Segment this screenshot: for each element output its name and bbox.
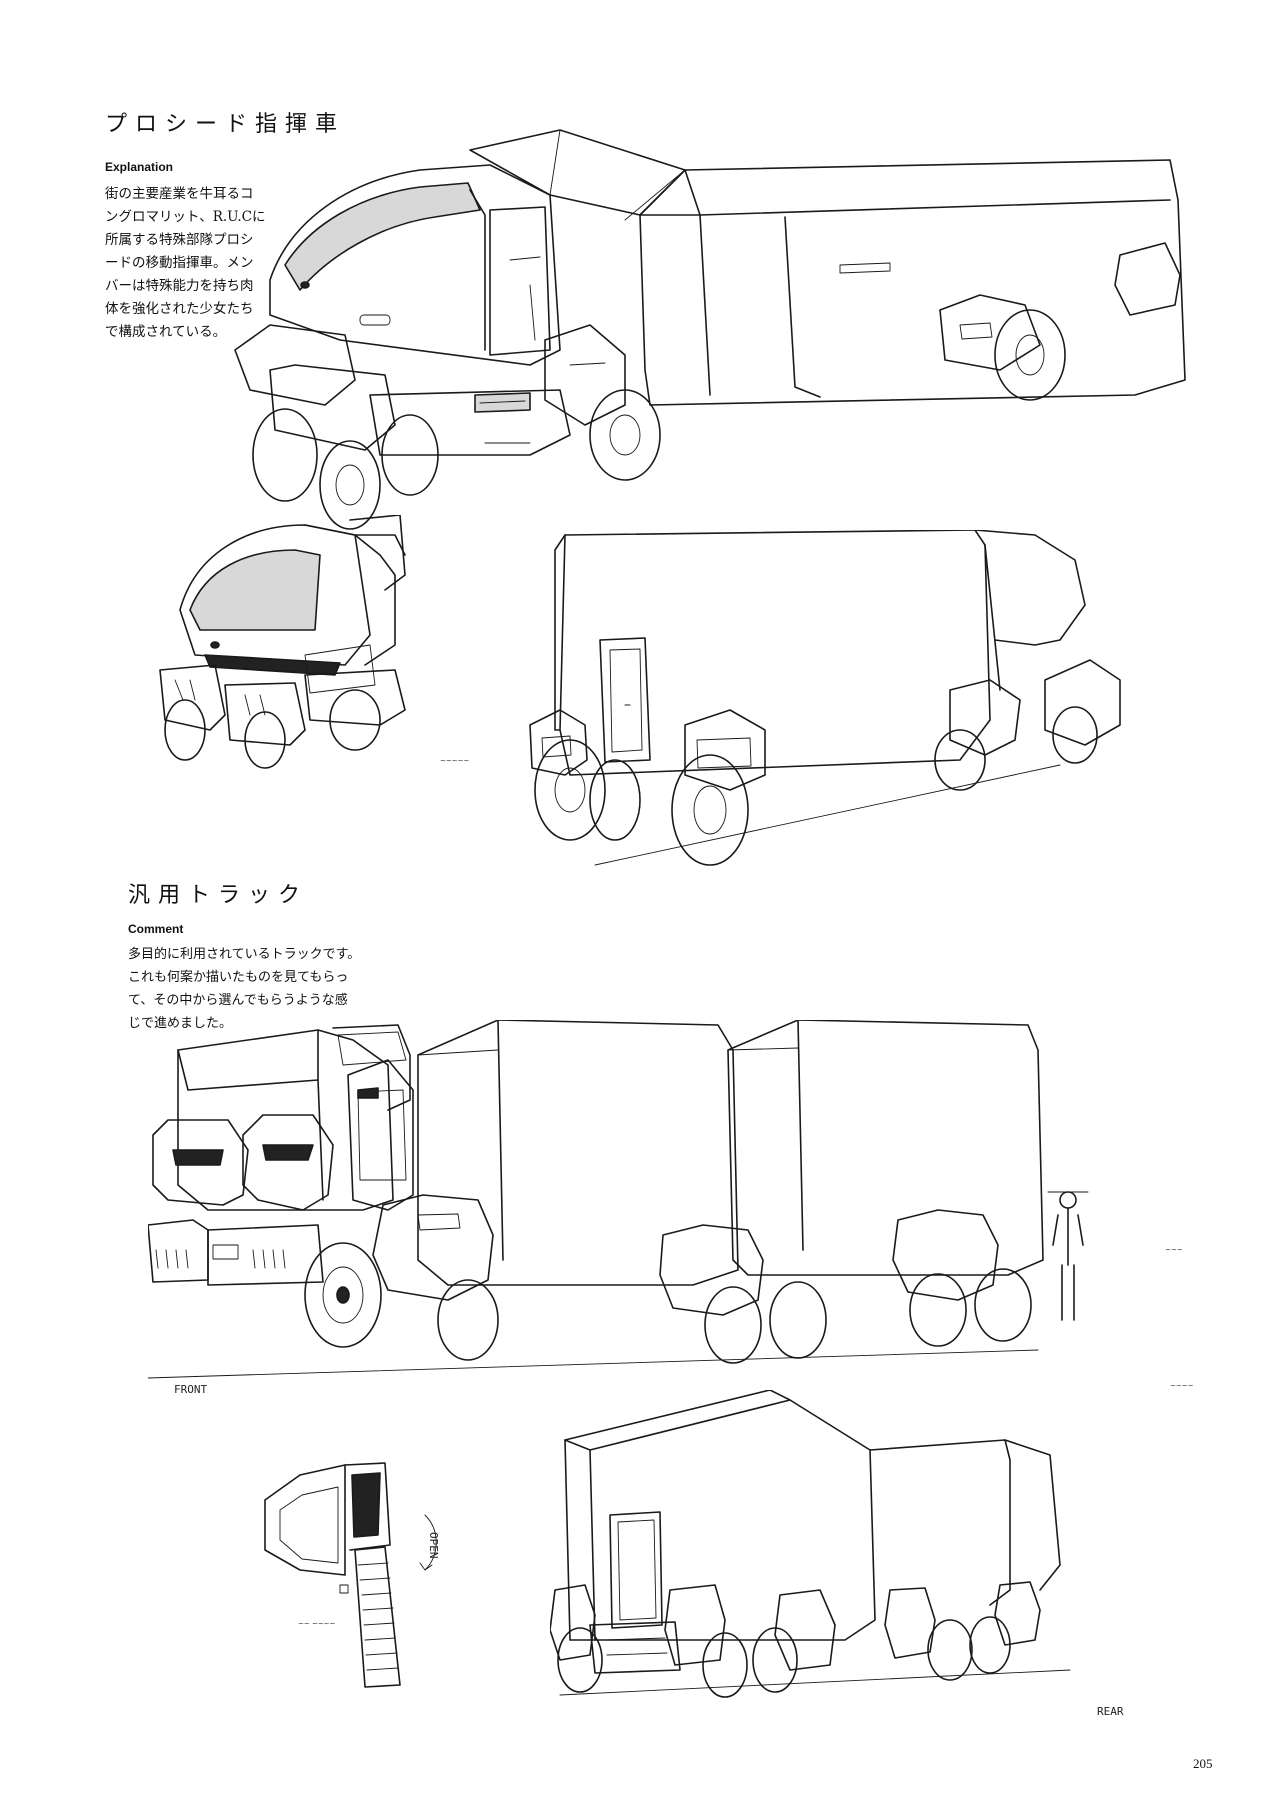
general-truck-side-sketch bbox=[148, 1020, 1089, 1379]
height-annotation: ~~~ bbox=[1165, 1246, 1183, 1254]
section-1-body-line: ードの移動指揮車。メン bbox=[105, 255, 254, 271]
section-1-body-line: 所属する特殊部隊プロシ bbox=[105, 232, 254, 248]
section-1-title: プロシード指揮車 bbox=[105, 112, 346, 137]
section-2-body: 多目的に利用されているトラックです。 これも何案か描いたものを見てもらっ て、そ… bbox=[128, 943, 360, 1035]
section-1-body-line: ングロマリット、R.U.Cに bbox=[105, 209, 266, 225]
section-2-body-line: じで進めました。 bbox=[128, 1016, 233, 1031]
figure-annotation: ~~~~ bbox=[1170, 1382, 1194, 1390]
rear-label: REAR bbox=[1097, 1705, 1124, 1718]
section-1-body-line: バーは特殊能力を持ち肉 bbox=[105, 278, 254, 294]
section-1-body-line: で構成されている。 bbox=[105, 324, 227, 340]
door-stairs-detail-sketch bbox=[264, 1462, 437, 1688]
general-truck-rear-sketch bbox=[550, 1390, 1071, 1698]
section-2-body-line: て、その中から選んでもらうような感 bbox=[128, 993, 348, 1008]
switch-annotation: ~~ ~~~~ bbox=[298, 1620, 336, 1628]
section-2-body-line: 多目的に利用されているトラックです。 bbox=[128, 947, 361, 962]
section-1-body-line: 体を強化された少女たち bbox=[105, 301, 254, 317]
command-vehicle-main-sketch bbox=[234, 129, 1186, 530]
section-1-label: Explanation bbox=[105, 160, 174, 174]
section-2-title: 汎用トラック bbox=[128, 883, 309, 908]
section-2-label: Comment bbox=[128, 922, 184, 936]
section-2-body-line: これも何案か描いたものを見てもらっ bbox=[128, 970, 349, 985]
command-vehicle-front-sketch bbox=[159, 515, 406, 769]
command-vehicle-rear-sketch bbox=[529, 530, 1121, 866]
section-1-body: 街の主要産業を牛耳るコ ングロマリット、R.U.Cに 所属する特殊部隊プロシ ー… bbox=[105, 183, 265, 344]
sketch-annotation-scribble: ~~~~~ bbox=[440, 757, 470, 765]
page-number: 205 bbox=[1193, 1756, 1213, 1771]
front-label: FRONT bbox=[174, 1383, 208, 1396]
open-label: OPEN bbox=[427, 1532, 440, 1559]
section-1-body-line: 街の主要産業を牛耳るコ bbox=[105, 186, 254, 202]
